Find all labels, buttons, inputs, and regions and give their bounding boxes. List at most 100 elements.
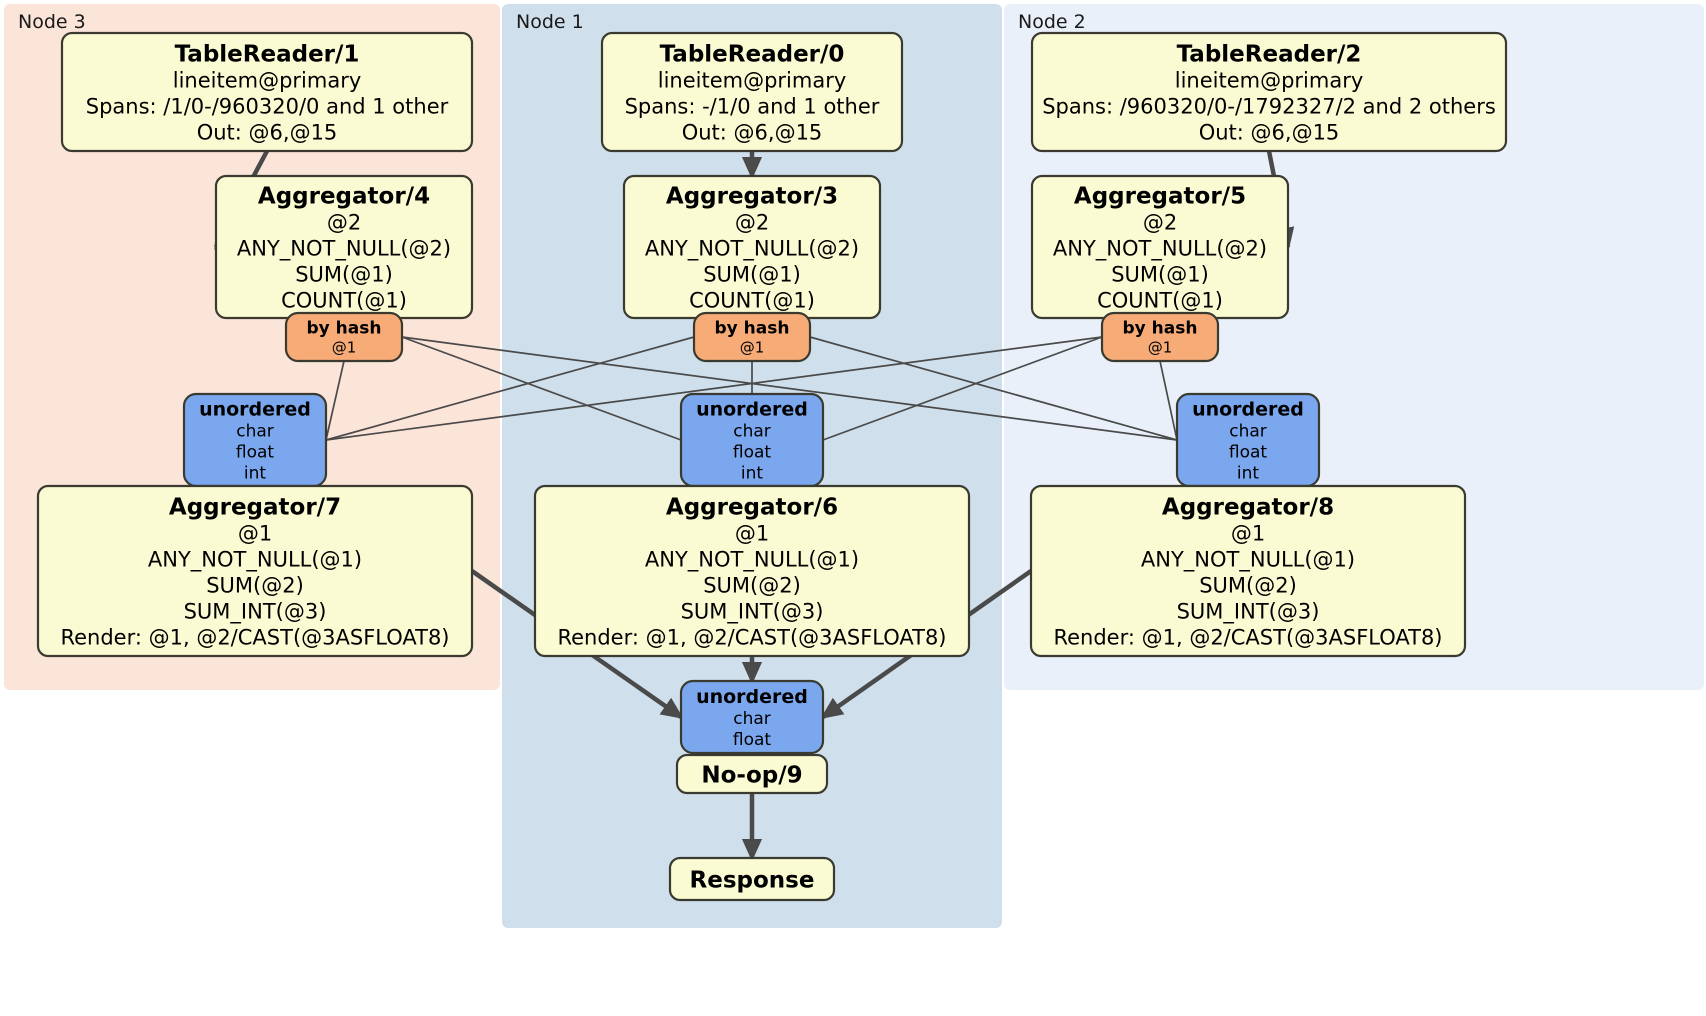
node-detail-line: lineitem@primary bbox=[173, 68, 362, 92]
node-detail-line: ANY_NOT_NULL(@1) bbox=[645, 547, 859, 572]
node-detail-line: SUM(@2) bbox=[703, 573, 801, 597]
node-detail-line: char bbox=[1229, 421, 1267, 441]
edge-byhash-5-to-unordered-8 bbox=[1159, 360, 1178, 441]
node-detail-line: Spans: /1/0-/960320/0 and 1 other bbox=[86, 94, 449, 118]
node-title: Aggregator/7 bbox=[169, 494, 341, 520]
node-title: unordered bbox=[199, 398, 311, 420]
plan-node-aggregator-3[interactable]: Aggregator/3@2ANY_NOT_NULL(@2)SUM(@1)COU… bbox=[622, 174, 882, 320]
node-box[interactable] bbox=[692, 311, 812, 363]
node-box[interactable] bbox=[675, 753, 829, 795]
plan-node-aggregator-5[interactable]: Aggregator/5@2ANY_NOT_NULL(@2)SUM(@1)COU… bbox=[1030, 174, 1290, 320]
node-detail-line: Spans: -/1/0 and 1 other bbox=[625, 94, 880, 118]
node-detail-line: char bbox=[236, 421, 274, 441]
node-box[interactable] bbox=[533, 484, 971, 658]
node-box[interactable] bbox=[679, 679, 825, 755]
plan-node-aggregator-6[interactable]: Aggregator/6@1ANY_NOT_NULL(@1)SUM(@2)SUM… bbox=[533, 484, 971, 658]
edge-byhash-5-to-unordered-7 bbox=[325, 336, 1103, 441]
node-title: by hash bbox=[307, 319, 382, 339]
node-title: unordered bbox=[1192, 398, 1304, 420]
node-detail-line: @1 bbox=[238, 521, 272, 545]
node-detail-line: int bbox=[1237, 463, 1259, 483]
node-detail-line: float bbox=[733, 730, 772, 750]
node-detail-line: @2 bbox=[1143, 210, 1177, 234]
edge-byhash-5-to-unordered-6 bbox=[822, 336, 1103, 441]
node-detail-line: SUM_INT(@3) bbox=[681, 599, 824, 624]
node-detail-line: @1 bbox=[332, 339, 357, 357]
node-box[interactable] bbox=[1100, 311, 1220, 363]
node-detail-line: Out: @6,@15 bbox=[197, 120, 338, 144]
node-detail-line: SUM_INT(@3) bbox=[1177, 599, 1320, 624]
node-box[interactable] bbox=[60, 31, 474, 153]
node-box[interactable] bbox=[1029, 484, 1467, 658]
node-detail-line: ANY_NOT_NULL(@2) bbox=[1053, 236, 1267, 261]
node-detail-line: COUNT(@1) bbox=[689, 288, 815, 312]
node-detail-line: SUM(@1) bbox=[1111, 262, 1209, 286]
node-detail-line: @2 bbox=[735, 210, 769, 234]
edge-byhash-4-to-unordered-8 bbox=[401, 336, 1178, 441]
plan-node-response[interactable]: Response bbox=[668, 856, 836, 902]
node-detail-line: ANY_NOT_NULL(@2) bbox=[645, 236, 859, 261]
node-detail-line: lineitem@primary bbox=[1175, 68, 1364, 92]
node-detail-line: @1 bbox=[740, 339, 765, 357]
node-detail-line: Render: @1, @2/CAST(@3ASFLOAT8) bbox=[1053, 625, 1442, 649]
region-label: Node 1 bbox=[516, 11, 584, 33]
node-detail-line: @2 bbox=[327, 210, 361, 234]
edge-byhash-3-to-unordered-8 bbox=[809, 336, 1178, 441]
node-detail-line: Spans: /960320/0-/1792327/2 and 2 others bbox=[1042, 94, 1496, 118]
node-detail-line: SUM(@1) bbox=[295, 262, 393, 286]
node-detail-line: int bbox=[741, 463, 763, 483]
node-box[interactable] bbox=[1030, 31, 1508, 153]
node-detail-line: float bbox=[733, 442, 772, 462]
region-label: Node 3 bbox=[18, 11, 86, 33]
node-detail-line: int bbox=[244, 463, 266, 483]
node-box[interactable] bbox=[600, 31, 904, 153]
node-box[interactable] bbox=[668, 856, 836, 902]
plan-node-aggregator-8[interactable]: Aggregator/8@1ANY_NOT_NULL(@1)SUM(@2)SUM… bbox=[1029, 484, 1467, 658]
node-detail-line: float bbox=[236, 442, 275, 462]
node-detail-line: SUM_INT(@3) bbox=[184, 599, 327, 624]
node-detail-line: ANY_NOT_NULL(@1) bbox=[148, 547, 362, 572]
plan-node-byhash-5[interactable]: by hash@1 bbox=[1100, 311, 1220, 363]
node-box[interactable] bbox=[284, 311, 404, 363]
node-detail-line: char bbox=[733, 709, 771, 729]
node-title: Response bbox=[690, 867, 815, 893]
edge-byhash-3-to-unordered-7 bbox=[325, 336, 695, 441]
node-detail-line: ANY_NOT_NULL(@1) bbox=[1141, 547, 1355, 572]
node-box[interactable] bbox=[36, 484, 474, 658]
node-detail-line: float bbox=[1229, 442, 1268, 462]
region-label: Node 2 bbox=[1018, 11, 1086, 33]
node-title: unordered bbox=[696, 686, 808, 708]
plan-node-aggregator-4[interactable]: Aggregator/4@2ANY_NOT_NULL(@2)SUM(@1)COU… bbox=[214, 174, 474, 320]
plan-node-byhash-3[interactable]: by hash@1 bbox=[692, 311, 812, 363]
node-title: Aggregator/3 bbox=[666, 183, 838, 209]
node-detail-line: ANY_NOT_NULL(@2) bbox=[237, 236, 451, 261]
node-detail-line: @1 bbox=[1148, 339, 1173, 357]
node-detail-line: @1 bbox=[1231, 521, 1265, 545]
node-detail-line: @1 bbox=[735, 521, 769, 545]
node-title: Aggregator/5 bbox=[1074, 183, 1246, 209]
node-detail-line: COUNT(@1) bbox=[1097, 288, 1223, 312]
node-title: Aggregator/4 bbox=[258, 183, 430, 209]
node-detail-line: lineitem@primary bbox=[658, 68, 847, 92]
edge-byhash-4-to-unordered-6 bbox=[401, 336, 682, 441]
plan-node-byhash-4[interactable]: by hash@1 bbox=[284, 311, 404, 363]
node-title: by hash bbox=[1123, 319, 1198, 339]
plan-node-aggregator-7[interactable]: Aggregator/7@1ANY_NOT_NULL(@1)SUM(@2)SUM… bbox=[36, 484, 474, 658]
plan-node-noop-9[interactable]: No-op/9 bbox=[675, 753, 829, 795]
node-detail-line: SUM(@2) bbox=[206, 573, 304, 597]
node-title: Aggregator/8 bbox=[1162, 494, 1334, 520]
node-title: unordered bbox=[696, 398, 808, 420]
node-title: TableReader/0 bbox=[660, 41, 845, 67]
node-title: No-op/9 bbox=[701, 762, 802, 788]
node-detail-line: Render: @1, @2/CAST(@3ASFLOAT8) bbox=[557, 625, 946, 649]
edge-byhash-4-to-unordered-7 bbox=[325, 360, 345, 441]
